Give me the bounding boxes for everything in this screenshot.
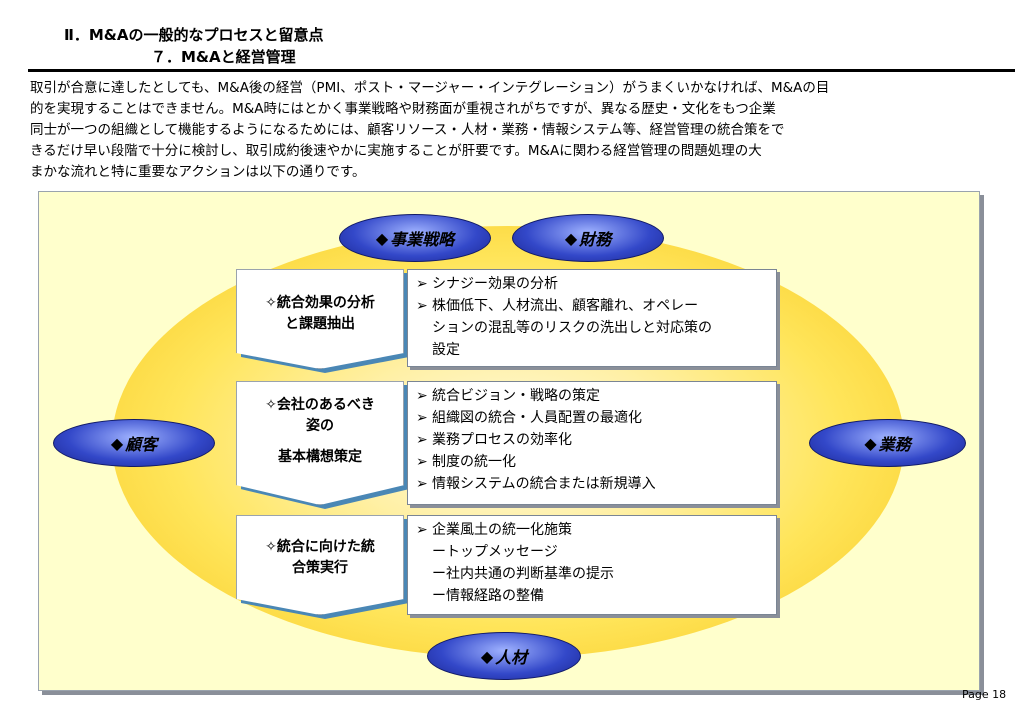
sub-item: ートップメッセージ — [432, 544, 558, 560]
arrow-bullet-icon: ➢ — [416, 454, 428, 470]
step2-detail-box: ➢統合ビジョン・戦略の策定 ➢組織図の統合・人員配置の最適化 ➢業務プロセスの効… — [407, 381, 777, 505]
pill-hr: ◆人材 — [427, 632, 581, 680]
step2-title-line1: ✧会社のあるべき — [265, 397, 375, 413]
pill-customer: ◆顧客 — [53, 419, 215, 467]
sparkle-icon: ✧ — [265, 397, 277, 413]
list-item: ➢シナジー効果の分析 — [416, 273, 770, 295]
pill-label: 顧客 — [125, 435, 158, 454]
pill-strategy: ◆事業戦略 — [339, 214, 491, 262]
step1-title-line2: と課題抽出 — [285, 316, 355, 332]
sub-item: ー情報経路の整備 — [432, 588, 544, 604]
list-item-continuation: ションの混乱等のリスクの洗出しと対応策の — [432, 320, 712, 336]
intro-line: 的を実現することはできません。M&A時にはとかく事業戦略や財務面が重視されがちで… — [30, 101, 776, 117]
pill-label: 財務 — [579, 230, 612, 249]
step2-chevron: ✧会社のあるべき 姿の 基本構想策定 — [236, 381, 404, 505]
step2-title-line3: 基本構想策定 — [278, 449, 362, 465]
subsection-title: ７．M&Aと経営管理 — [151, 48, 296, 66]
pill-operations: ◆業務 — [809, 419, 966, 467]
intro-line: きるだけ早い段階で十分に検討し、取引成約後速やかに実施することが肝要です。M&A… — [30, 143, 762, 159]
list-item: ➢情報システムの統合または新規導入 — [416, 473, 770, 495]
intro-paragraph: 取引が合意に達したとしても、M&A後の経営（PMI、ポスト・マージャー・インテグ… — [30, 78, 1010, 183]
list-item: ➢企業風土の統一化施策 — [416, 519, 770, 541]
list-item: ➢制度の統一化 — [416, 451, 770, 473]
arrow-bullet-icon: ➢ — [416, 522, 428, 538]
step2-title-line2: 姿の — [306, 418, 334, 434]
pill-label: 事業戦略 — [390, 230, 455, 249]
arrow-bullet-icon: ➢ — [416, 276, 428, 292]
page-number: Page 18 — [962, 688, 1007, 701]
step1-detail-box: ➢シナジー効果の分析 ➢株価低下、人材流出、顧客離れ、オペレー ションの混乱等の… — [407, 269, 777, 367]
pill-label: 業務 — [878, 435, 911, 454]
sparkle-icon: ✧ — [265, 539, 277, 555]
list-item: ➢株価低下、人材流出、顧客離れ、オペレー — [416, 295, 770, 317]
sub-item: ー社内共通の判断基準の提示 — [432, 566, 614, 582]
step1-chevron: ✧統合効果の分析 と課題抽出 — [236, 269, 404, 369]
intro-line: まかな流れと特に重要なアクションは以下の通りです。 — [30, 164, 366, 180]
intro-line: 同士が一つの組織として機能するようになるためには、顧客リソース・人材・業務・情報… — [30, 122, 785, 138]
arrow-bullet-icon: ➢ — [416, 410, 428, 426]
diamond-icon: ◆ — [564, 228, 578, 248]
sparkle-icon: ✧ — [265, 295, 277, 311]
list-item: ➢組織図の統合・人員配置の最適化 — [416, 407, 770, 429]
arrow-bullet-icon: ➢ — [416, 388, 428, 404]
step3-title-line2: 合策実行 — [292, 560, 348, 576]
step3-title-line1: ✧統合に向けた統 — [265, 539, 375, 555]
pill-label: 人材 — [495, 648, 528, 667]
title-rule — [28, 69, 1015, 72]
step1-title-line1: ✧統合効果の分析 — [265, 295, 375, 311]
arrow-bullet-icon: ➢ — [416, 476, 428, 492]
list-item: ➢統合ビジョン・戦略の策定 — [416, 385, 770, 407]
step3-chevron: ✧統合に向けた統 合策実行 — [236, 515, 404, 615]
list-item: ➢業務プロセスの効率化 — [416, 429, 770, 451]
list-item-continuation: 設定 — [432, 342, 460, 358]
diamond-icon: ◆ — [375, 228, 389, 248]
step3-detail-box: ➢企業風土の統一化施策 ートップメッセージ ー社内共通の判断基準の提示 ー情報経… — [407, 515, 777, 615]
arrow-bullet-icon: ➢ — [416, 432, 428, 448]
pill-finance: ◆財務 — [512, 214, 664, 262]
intro-line: 取引が合意に達したとしても、M&A後の経営（PMI、ポスト・マージャー・インテグ… — [30, 80, 830, 96]
diamond-icon: ◆ — [110, 433, 124, 453]
section-title: Ⅱ．M&Aの一般的なプロセスと留意点 — [64, 26, 324, 44]
diagram-panel: ◆事業戦略 ◆財務 ◆顧客 ◆業務 ◆人材 ✧統合効果の分析 と課題抽出 ➢シナ… — [38, 191, 980, 691]
diamond-icon: ◆ — [864, 433, 877, 453]
arrow-bullet-icon: ➢ — [416, 298, 428, 314]
diamond-icon: ◆ — [480, 646, 494, 666]
